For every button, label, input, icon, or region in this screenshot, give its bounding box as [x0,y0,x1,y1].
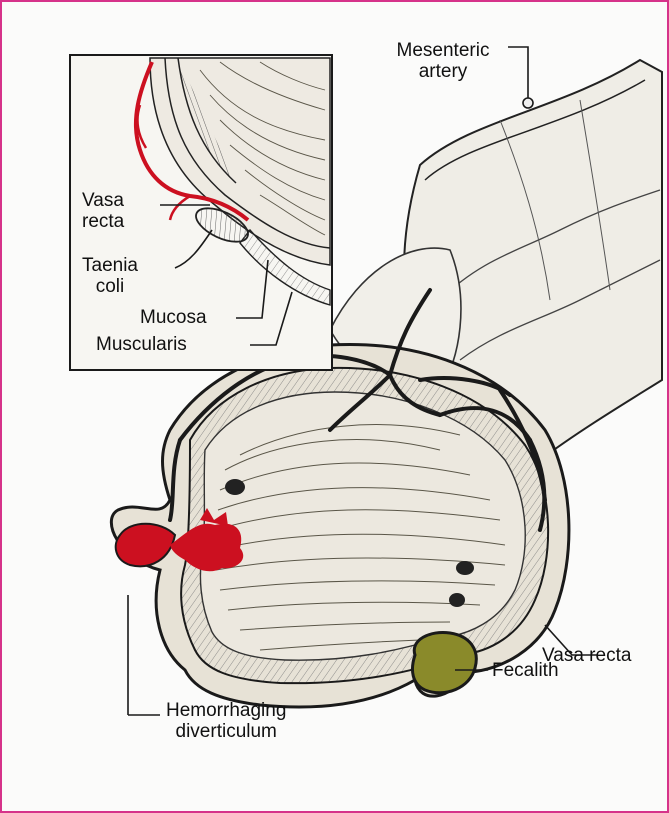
label-fecalith: Fecalith [492,660,559,681]
label-mesenteric-artery-line-2: artery [373,61,513,82]
fecalith-diverticulum [412,632,476,692]
label-taenia-coli-line-2: coli [82,276,138,297]
label-hemorrhaging-diverticulum-line-2: diverticulum [166,721,286,742]
label-mucosa: Mucosa [140,307,207,328]
label-hemorrhaging-diverticulum-line-1: Hemorrhaging [166,700,286,721]
label-vasa-recta-inset-line-1: Vasa [82,190,124,211]
label-vasa-recta-inset-line-2: recta [82,211,124,232]
label-mesenteric-artery-line-1: Mesenteric [373,40,513,61]
colon-main-section [111,344,569,707]
label-muscularis: Muscularis [96,334,187,355]
label-taenia-coli-line-1: Taenia [82,255,138,276]
